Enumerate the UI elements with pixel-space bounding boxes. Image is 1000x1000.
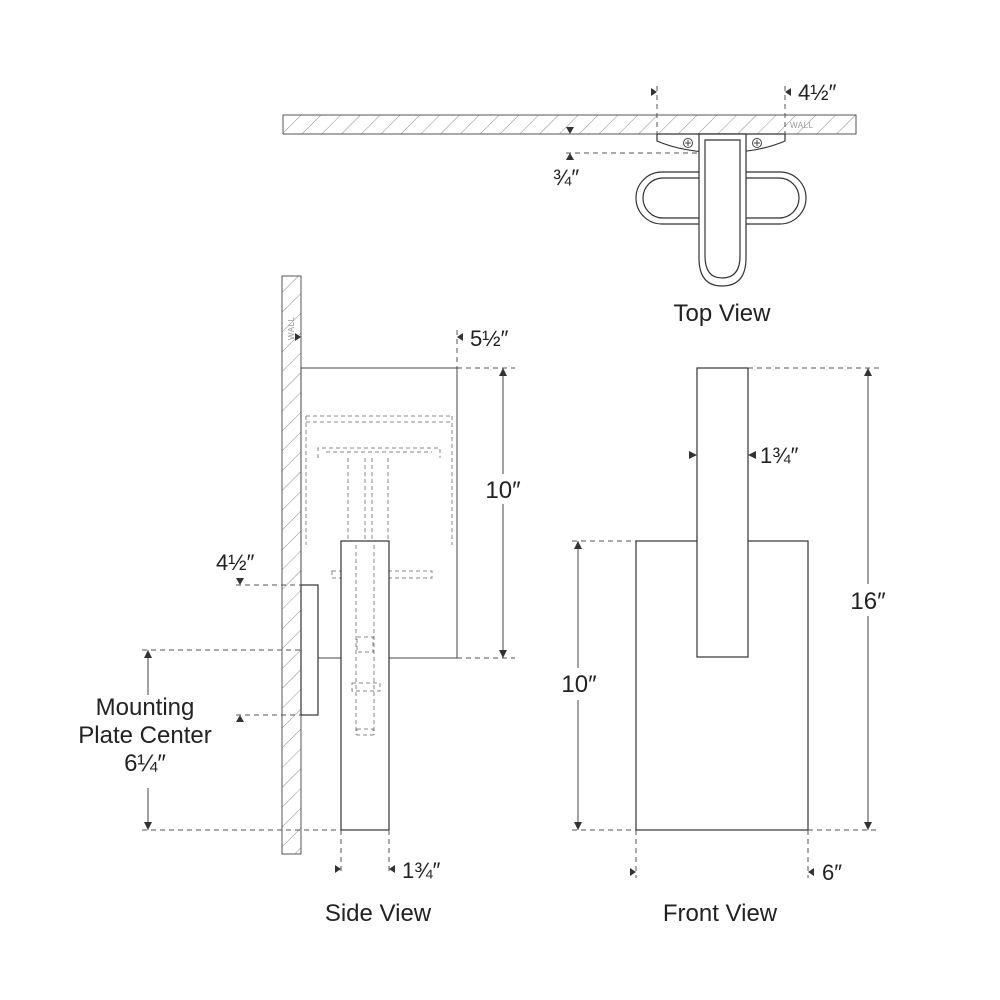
top-plate-width-label: 4½″ (798, 80, 837, 105)
arrow-icon (144, 822, 152, 830)
side-view: WALL 5½″ 10″ (78, 275, 526, 927)
arrow-icon (499, 368, 507, 376)
arrow-icon (864, 368, 872, 376)
front-arm (696, 367, 749, 658)
side-wall-label: WALL (287, 316, 296, 340)
arrow-icon (236, 578, 244, 585)
top-wall (282, 114, 857, 135)
arrow-icon (144, 650, 152, 658)
top-wall-label: WALL (790, 121, 814, 130)
side-bar-width-label: 1¾″ (402, 858, 441, 883)
mounting-label-line2: Plate Center (78, 722, 211, 749)
arrow-icon (566, 127, 574, 134)
arrow-icon (295, 333, 301, 341)
arrow-icon (651, 88, 657, 96)
front-view-title: Front View (663, 900, 778, 927)
front-shade-height-label: 10″ (561, 671, 597, 698)
arrow-icon (335, 865, 341, 873)
arrow-icon (566, 153, 574, 160)
arrow-icon (499, 650, 507, 658)
arrow-icon (748, 451, 756, 459)
side-shade-height-label: 10″ (485, 477, 521, 504)
top-view: WALL 4½″ ¾″ (282, 80, 857, 327)
side-projection-label: 5½″ (470, 326, 509, 351)
mounting-label-line1: Mounting (96, 694, 195, 721)
arrow-icon (689, 451, 697, 459)
arrow-icon (389, 865, 395, 873)
top-view-title: Top View (674, 300, 772, 327)
arrow-icon (864, 822, 872, 830)
arrow-icon (574, 541, 582, 549)
front-shade-width-label: 6″ (822, 860, 842, 885)
arrow-icon (457, 333, 463, 341)
front-bar-width-label: 1¾″ (760, 443, 799, 468)
arrow-icon (236, 715, 244, 722)
top-arm (698, 133, 747, 287)
screw-icon (683, 138, 693, 148)
front-view: 1¾″ 16″ 10″ 6″ Front View (556, 367, 892, 927)
front-overall-height-label: 16″ (850, 588, 886, 615)
side-wall (281, 275, 302, 855)
side-plate-height-label: 4½″ (216, 550, 255, 575)
side-arm (340, 540, 390, 831)
arrow-icon (785, 88, 791, 96)
screw-icon (752, 138, 762, 148)
side-mounting-plate (300, 584, 319, 716)
arrow-icon (808, 868, 814, 876)
top-plate-depth-label: ¾″ (553, 165, 579, 190)
mounting-value-label: 6¼″ (124, 750, 166, 777)
arrow-icon (574, 822, 582, 830)
arrow-icon (630, 868, 636, 876)
side-view-title: Side View (325, 900, 432, 927)
